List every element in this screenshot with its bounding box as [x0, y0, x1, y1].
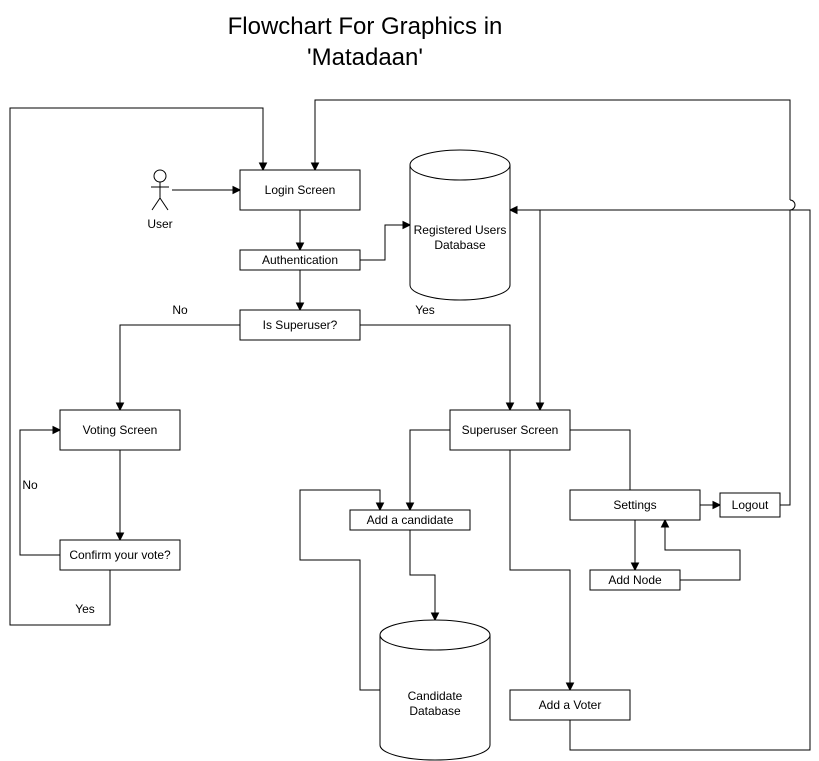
arrowhead	[295, 242, 305, 252]
voting-screen-label: Voting Screen	[83, 423, 158, 437]
superuser-screen-box	[449, 409, 571, 451]
login-screen-label: Login Screen	[265, 183, 336, 197]
confirm-vote-label: Confirm your vote?	[69, 548, 171, 562]
node-settings: Settings	[569, 489, 701, 521]
candidate-db-label-line-2: Database	[409, 704, 461, 718]
arrowhead	[430, 612, 440, 622]
arrowhead	[712, 500, 722, 510]
arrowhead	[375, 502, 385, 512]
arrowhead	[565, 682, 575, 692]
edge-logout-login-a	[780, 210, 791, 506]
arrowhead	[660, 518, 670, 528]
node-voting-screen: Voting Screen	[59, 409, 181, 451]
edge-logout-login-b	[314, 99, 791, 200]
candidate-db-body	[379, 635, 491, 761]
arrowhead	[52, 425, 62, 435]
node-superuser-screen: Superuser Screen	[449, 409, 571, 451]
arrowhead	[232, 185, 242, 195]
edge-confirm-voting	[19, 429, 60, 556]
is-superuser-label: Is Superuser?	[263, 318, 338, 332]
logout-label: Logout	[732, 498, 769, 512]
candidate-db-label-line-1: Candidate	[408, 689, 463, 703]
edge-authentication-registered-db	[360, 224, 403, 261]
edge-label-no: No	[172, 303, 188, 317]
logout-box	[719, 492, 781, 518]
arrowhead	[508, 205, 518, 215]
user-actor-body	[151, 182, 169, 211]
edge-is-superuser-superuser	[360, 324, 511, 403]
arrowhead	[115, 402, 125, 412]
superuser-screen-label: Superuser Screen	[462, 423, 559, 437]
arrowhead	[295, 302, 305, 312]
edge-confirm-login	[9, 107, 264, 626]
node-logout: Logout	[719, 492, 781, 518]
arrowhead	[505, 402, 515, 412]
node-add-candidate: Add a candidate	[349, 509, 471, 531]
registered-db-body	[409, 165, 511, 301]
registered-db-top	[409, 149, 511, 181]
node-confirm-vote: Confirm your vote?	[59, 539, 181, 571]
confirm-vote-box	[59, 539, 181, 571]
registered-db-label-line-1: Registered Users	[414, 223, 507, 237]
edge-add-node-settings	[664, 527, 741, 581]
arrowhead	[402, 220, 412, 230]
line-jump	[789, 199, 796, 211]
add-candidate-box	[349, 509, 471, 531]
edge-superuser-add-voter	[509, 450, 571, 683]
user-actor-label: User	[147, 217, 172, 231]
voting-screen-box	[59, 409, 181, 451]
settings-label: Settings	[613, 498, 656, 512]
user-actor: User	[147, 169, 173, 231]
edges	[9, 99, 811, 751]
authentication-label: Authentication	[262, 253, 338, 267]
registered-db-label-line-2: Database	[434, 238, 486, 252]
node-authentication: Authentication	[239, 249, 361, 271]
add-node-box	[589, 569, 681, 591]
edge-label-no-confirm: No	[22, 478, 38, 492]
edge-is-superuser-voting	[119, 324, 240, 403]
node-candidate-database: Candidate Database	[379, 619, 491, 761]
edge-superuser-settings	[570, 429, 631, 490]
edge-add-voter-registered-db	[517, 209, 811, 751]
arrowhead	[310, 162, 320, 172]
login-screen-box	[239, 169, 361, 211]
add-candidate-label: Add a candidate	[367, 513, 454, 527]
node-add-voter: Add a Voter	[509, 689, 631, 721]
node-add-node: Add Node	[589, 569, 681, 591]
edge-add-candidate-candidate-db	[409, 530, 436, 613]
add-node-label: Add Node	[608, 573, 662, 587]
node-registered-users-database: Registered Users Database	[409, 149, 511, 301]
node-login-screen: Login Screen	[239, 169, 361, 211]
settings-box	[569, 489, 701, 521]
candidate-db-top	[379, 619, 491, 651]
edge-label-yes-confirm: Yes	[75, 602, 95, 616]
is-superuser-box	[239, 309, 361, 341]
diagram-title-line-2: 'Matadaan'	[307, 44, 423, 71]
node-is-superuser: Is Superuser?	[239, 309, 361, 341]
authentication-box	[239, 249, 361, 271]
arrowhead	[258, 162, 268, 172]
arrowhead	[405, 502, 415, 512]
arrowhead	[630, 562, 640, 572]
arrowhead	[535, 402, 545, 412]
edge-label-yes: Yes	[415, 303, 435, 317]
add-voter-box	[509, 689, 631, 721]
add-voter-label: Add a Voter	[539, 698, 602, 712]
diagram-title-line-1: Flowchart For Graphics in	[228, 13, 503, 40]
user-actor-head	[153, 169, 167, 183]
edge-superuser-add-candidate	[409, 429, 450, 503]
arrowhead	[115, 532, 125, 542]
edge-candidate-db-add-candidate	[299, 489, 381, 691]
